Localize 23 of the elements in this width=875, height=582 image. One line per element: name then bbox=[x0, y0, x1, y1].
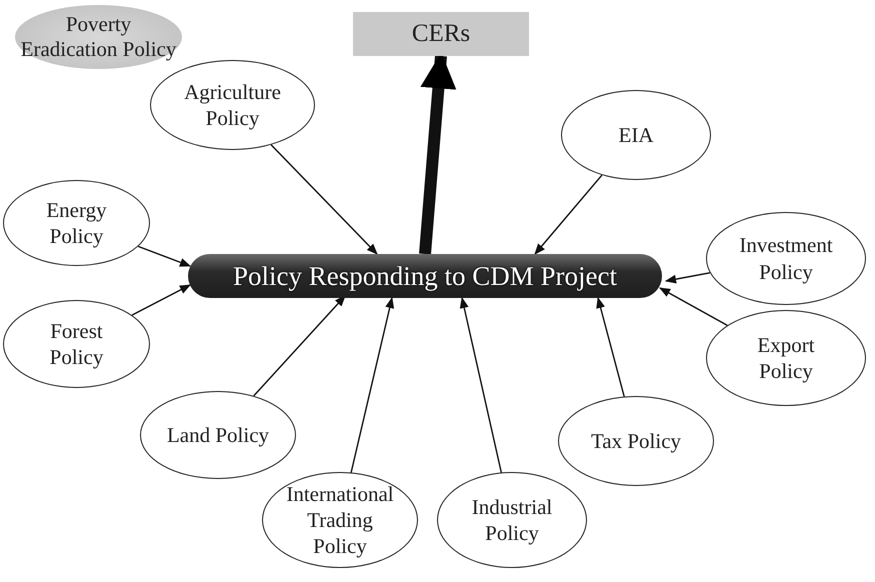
policy-ellipse: Forest Policy bbox=[3, 300, 150, 388]
output-box: CERs bbox=[353, 12, 529, 56]
arrow bbox=[138, 246, 192, 267]
policy-ellipse: Industrial Policy bbox=[437, 472, 587, 568]
arrow bbox=[460, 296, 502, 473]
arrow bbox=[253, 295, 346, 396]
arrow bbox=[132, 284, 191, 316]
arrow bbox=[596, 296, 625, 397]
goal-ellipse: Poverty Eradication Policy bbox=[15, 5, 182, 69]
arrow bbox=[659, 287, 728, 326]
arrow bbox=[270, 144, 378, 255]
central-pill-box: Policy Responding to CDM Project bbox=[188, 254, 662, 298]
policy-ellipse: EIA bbox=[561, 90, 711, 180]
policy-ellipse: International Trading Policy bbox=[262, 472, 418, 568]
arrow bbox=[534, 174, 602, 255]
policy-ellipse: Investment Policy bbox=[706, 212, 866, 305]
policy-ellipse: Tax Policy bbox=[558, 396, 714, 486]
policy-ellipse: Land Policy bbox=[140, 391, 296, 479]
arrow bbox=[350, 296, 394, 473]
policy-ellipse: Energy Policy bbox=[3, 180, 150, 266]
policy-ellipse: Export Policy bbox=[706, 310, 866, 406]
policy-ellipse: Agriculture Policy bbox=[150, 60, 315, 150]
arrow bbox=[664, 272, 710, 284]
